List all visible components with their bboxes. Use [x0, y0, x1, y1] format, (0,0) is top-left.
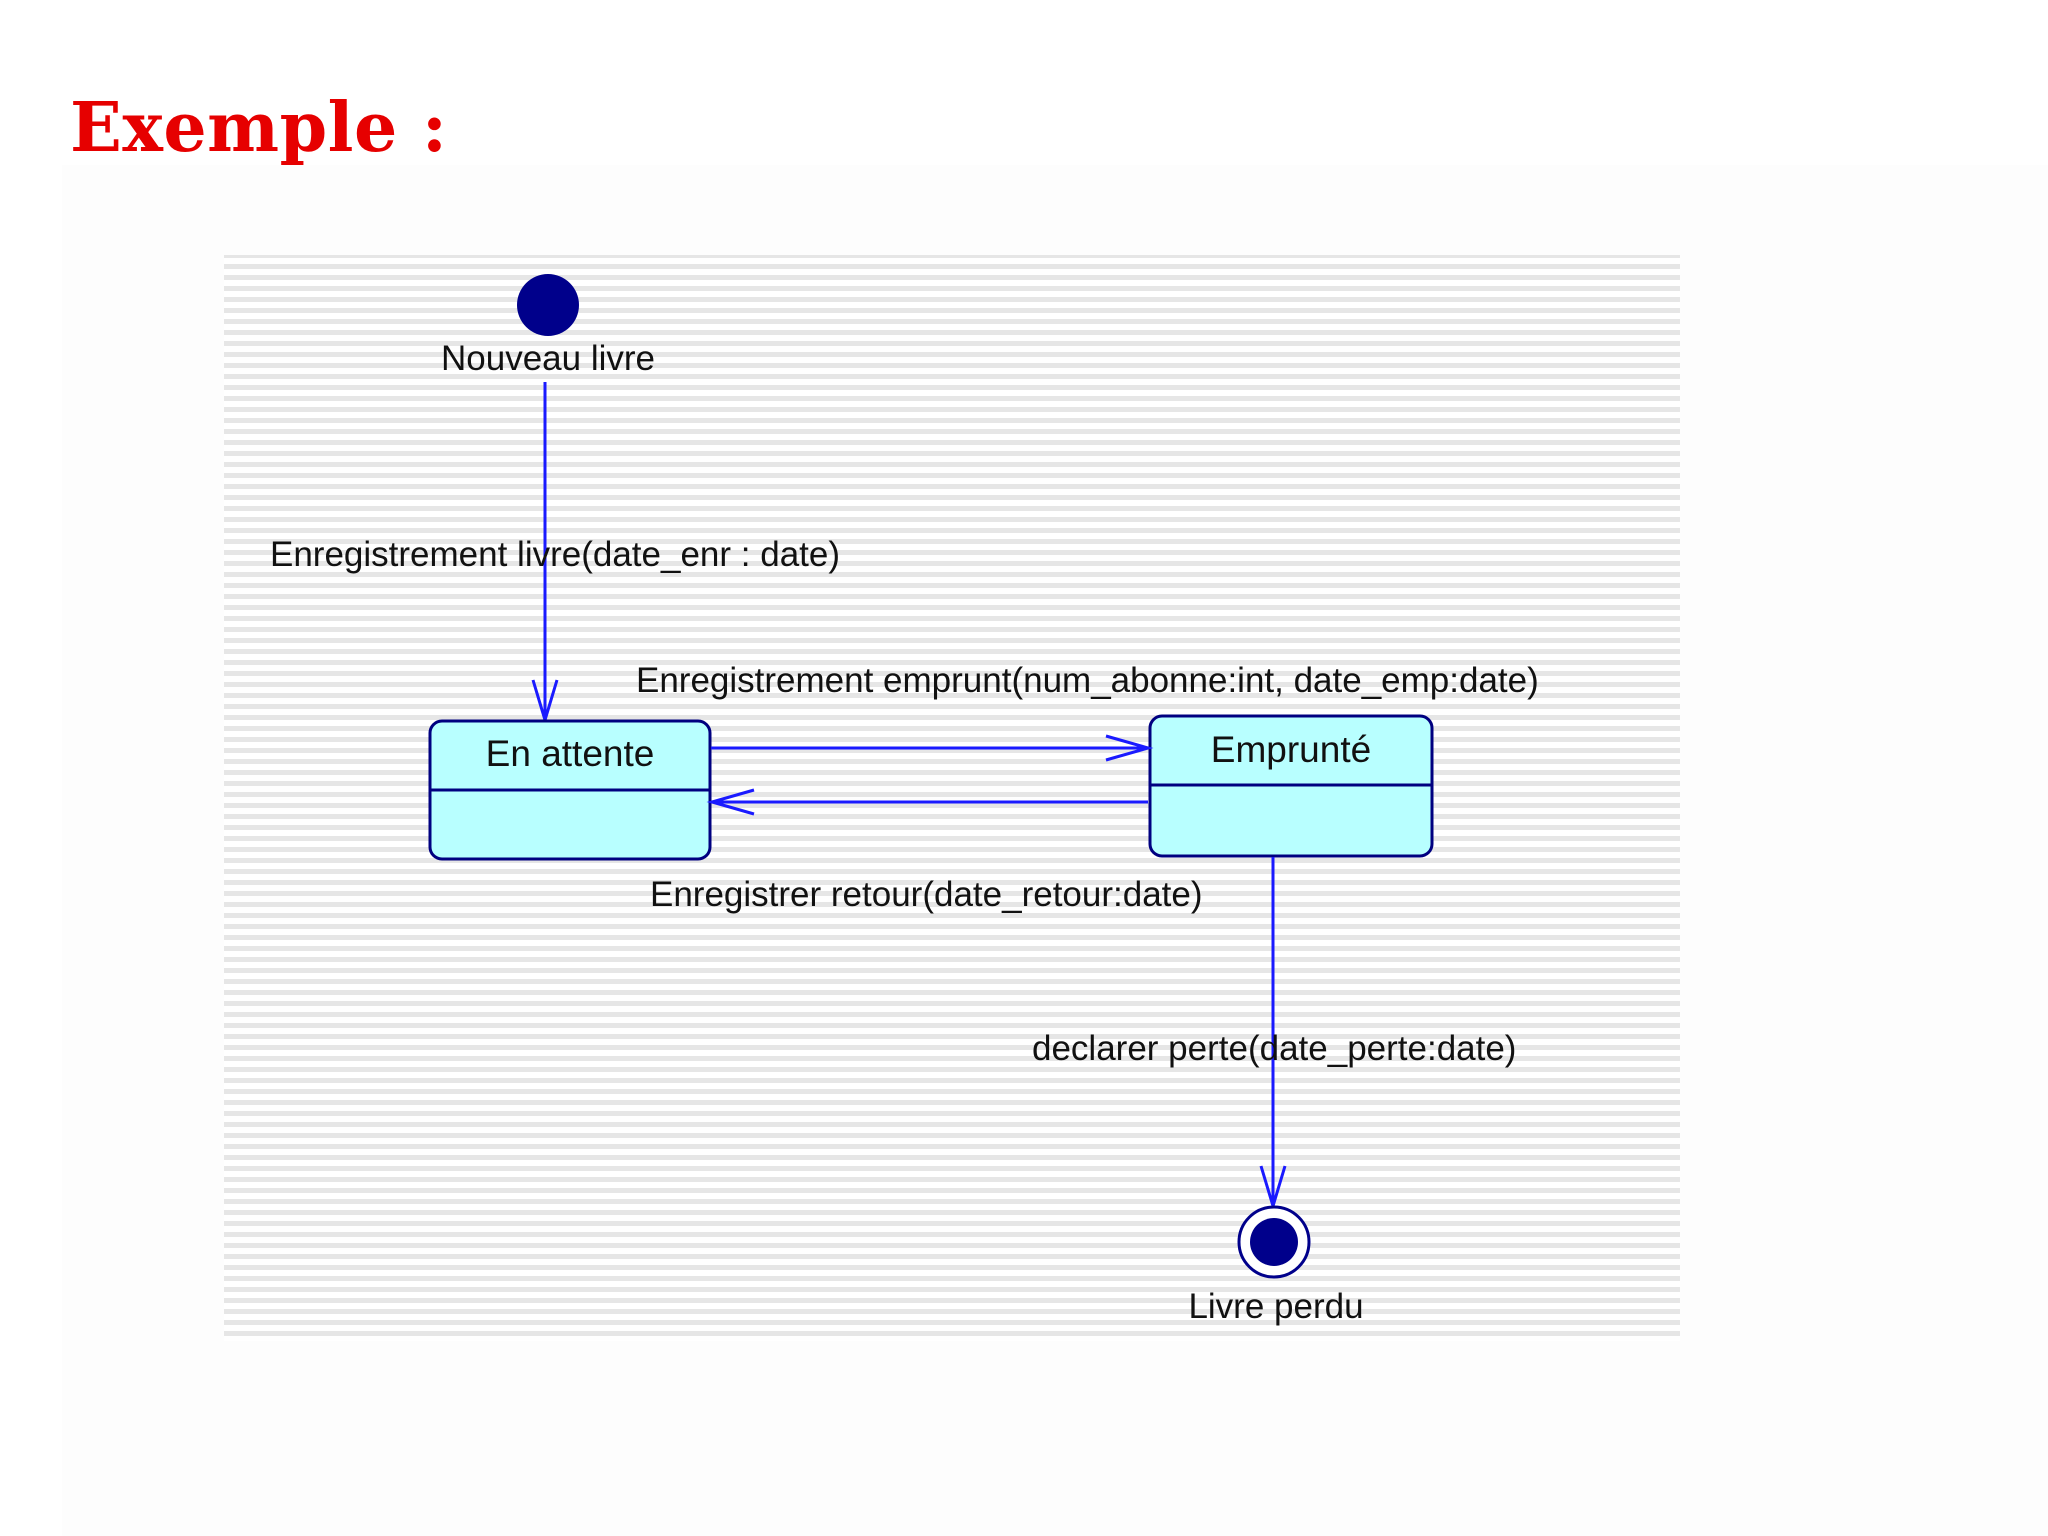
page-title: Exemple : [70, 88, 448, 168]
transition-enregistrer-retour [706, 788, 1148, 816]
final-state-label: Livre perdu [1188, 1287, 1363, 1326]
transition-label-enregistrer-retour: Enregistrer retour(date_retour:date) [650, 875, 1203, 914]
state-emprunte-name: Emprunté [1211, 729, 1371, 770]
transition-label-enregistrement-livre: Enregistrement livre(date_enr : date) [270, 535, 840, 574]
initial-state-label: Nouveau livre [441, 339, 655, 378]
initial-state-node [517, 274, 579, 336]
transition-enregistrement-emprunt [711, 734, 1154, 762]
state-emprunte [1148, 714, 1434, 858]
final-state-node [1237, 1205, 1311, 1279]
state-en-attente [428, 719, 712, 861]
transition-label-declarer-perte: declarer perte(date_perte:date) [1032, 1029, 1516, 1068]
state-en-attente-name: En attente [486, 733, 655, 774]
transition-label-enregistrement-emprunt: Enregistrement emprunt(num_abonne:int, d… [636, 661, 1539, 700]
